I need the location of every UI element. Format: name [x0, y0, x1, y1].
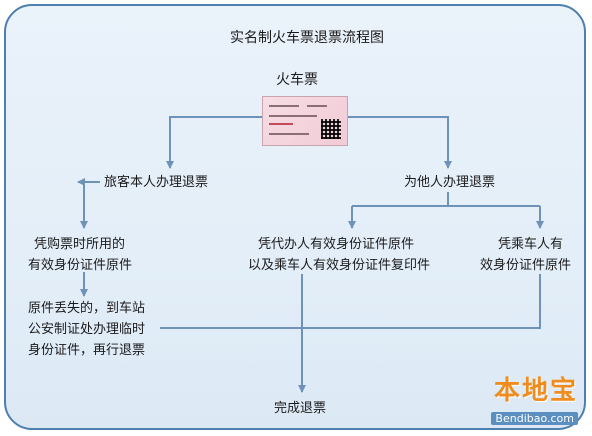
connector-right-split	[352, 192, 540, 207]
qr-code-icon	[321, 119, 341, 139]
flowchart-panel	[4, 4, 586, 430]
left-branch-label: 旅客本人办理退票	[104, 175, 209, 190]
proxy-doc-line-1: 凭代办人有效身份证件原件	[258, 237, 415, 252]
lost-doc-line-1: 原件丢失的，到车站	[28, 301, 146, 316]
diagram-title: 实名制火车票退票流程图	[230, 30, 384, 46]
arrow-left-branch-stem	[80, 181, 92, 229]
connector-passenger-line	[160, 274, 541, 329]
train-ticket-image	[262, 96, 348, 146]
end-label: 完成退票	[274, 401, 327, 416]
arrow-ticket-left	[166, 116, 262, 169]
bendibao-watermark: 本地宝 Bendibao.com	[491, 370, 578, 426]
proxy-doc-line-2: 以及乘车人有效身份证件复印件	[248, 258, 431, 273]
watermark-logo: 本地宝	[493, 376, 578, 406]
ticket-label: 火车票	[276, 72, 318, 88]
left-doc-line-1: 凭购票时所用的	[34, 237, 126, 252]
arrow-ticket-right	[348, 116, 452, 169]
watermark-url: Bendibao.com	[491, 412, 578, 425]
right-branch-label: 为他人办理退票	[404, 175, 496, 190]
lost-doc-line-2: 公安制证处办理临时	[28, 322, 146, 337]
lost-doc-line-3: 身份证件，再行退票	[28, 343, 146, 358]
passenger-doc-line-1: 凭乘车人有	[498, 237, 564, 252]
passenger-doc-line-2: 效身份证件原件	[480, 258, 572, 273]
left-doc-line-2: 有效身份证件原件	[28, 258, 133, 273]
